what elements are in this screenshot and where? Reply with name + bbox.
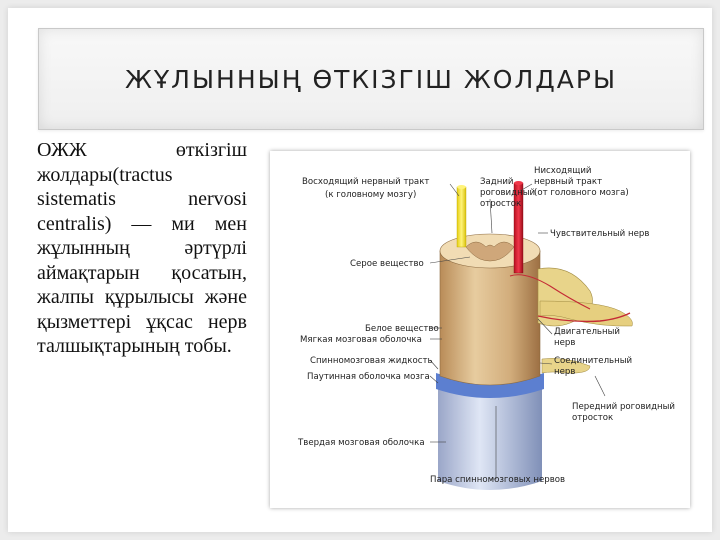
label-csf: Спинномозговая жидкость bbox=[310, 356, 433, 366]
ascending-tract-top bbox=[457, 185, 466, 189]
label-descending-2: нервный тракт bbox=[534, 177, 602, 187]
spinal-cord-illustration: Восходящий нервный тракт (к головному мо… bbox=[297, 166, 675, 490]
anterior-root bbox=[541, 358, 591, 374]
slide-title: ЖҰЛЫННЫҢ ӨТКІЗГІШ ЖОЛДАРЫ bbox=[124, 64, 618, 94]
label-motor-nerve-1: Двигательный bbox=[554, 327, 620, 337]
motor-nerve-fiber bbox=[537, 312, 631, 323]
dura-mater-shape bbox=[438, 386, 542, 490]
label-anterior-horn-2: отросток bbox=[572, 413, 613, 423]
ascending-tract-bar bbox=[456, 186, 467, 248]
title-box: ЖҰЛЫННЫҢ ӨТКІЗГІШ ЖОЛДАРЫ bbox=[38, 28, 704, 130]
label-posterior-horn-1: Задний bbox=[480, 177, 514, 187]
label-ascending-1: Восходящий нервный тракт bbox=[302, 177, 429, 187]
spinal-cord-diagram: Восходящий нервный тракт (к головному мо… bbox=[270, 151, 690, 508]
label-posterior-horn-3: отросток bbox=[480, 199, 521, 209]
label-gray-matter: Серое вещество bbox=[350, 259, 424, 269]
label-spinal-nerves: Пара спинномозговых нервов bbox=[430, 475, 565, 485]
pia-mater-band bbox=[436, 373, 544, 398]
label-posterior-horn-2: роговидный bbox=[480, 188, 535, 198]
label-motor-nerve-2: нерв bbox=[554, 338, 575, 348]
slide: ЖҰЛЫННЫҢ ӨТКІЗГІШ ЖОЛДАРЫ ОЖЖ өткізгіш ж… bbox=[8, 8, 712, 532]
label-white-matter: Белое вещество bbox=[365, 324, 439, 334]
label-sensory-nerve: Чувствительный нерв bbox=[550, 229, 649, 239]
label-dura-mater: Твердая мозговая оболочка bbox=[297, 438, 425, 448]
motor-fiber-inner bbox=[509, 274, 591, 310]
label-connecting-nerve-2: нерв bbox=[554, 367, 575, 377]
label-descending-3: (от головного мозга) bbox=[534, 188, 629, 198]
label-ascending-2: (к головному мозгу) bbox=[325, 190, 416, 200]
label-pia-mater: Мягкая мозговая оболочка bbox=[300, 335, 422, 345]
label-descending-1: Нисходящий bbox=[534, 166, 592, 176]
label-anterior-horn-1: Передний роговидный bbox=[572, 402, 675, 412]
descending-tract-top bbox=[514, 181, 523, 185]
leader-lines bbox=[429, 183, 606, 480]
label-arachnoid: Паутинная оболочка мозга bbox=[307, 372, 430, 382]
label-connecting-nerve-1: Соединительный bbox=[554, 356, 632, 366]
slide-body-text: ОЖЖ өткізгіш жолдары(tractus sistematis … bbox=[37, 139, 247, 357]
